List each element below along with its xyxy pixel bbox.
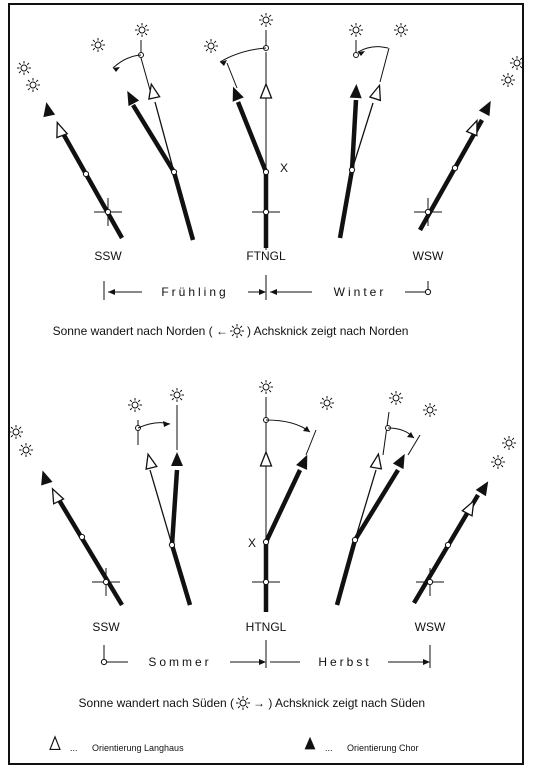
sun-icon	[169, 387, 185, 403]
top-caption-post: ) Achsknick zeigt nach Norden	[247, 324, 408, 338]
season-winter: Winter	[334, 285, 387, 299]
open-triangle-icon	[142, 452, 158, 470]
sun-icon	[25, 77, 41, 93]
sun-icon	[235, 695, 251, 711]
sun-icon	[127, 397, 143, 413]
filled-triangle-icon	[121, 88, 140, 107]
open-triangle-icon	[259, 451, 273, 467]
filled-triangle-icon	[349, 83, 363, 99]
legend: ... Orientierung Langhaus ... Orientieru…	[49, 736, 419, 753]
direction-label-ssw: SSW	[94, 249, 122, 263]
top-right-axis	[413, 55, 525, 232]
open-triangle-icon	[369, 452, 385, 470]
sun-icon	[134, 22, 150, 38]
filled-triangle-icon	[392, 451, 411, 470]
sun-icon	[509, 55, 525, 71]
open-triangle-icon	[259, 83, 273, 99]
bottom-center-axis: X	[248, 379, 335, 612]
filled-triangle-icon	[475, 478, 494, 497]
top-season-bar: Frühling Winter	[103, 275, 432, 300]
sun-icon	[229, 323, 245, 339]
filled-triangle-icon	[171, 452, 183, 466]
sun-icon	[501, 435, 517, 451]
season-spring: Frühling	[161, 285, 228, 299]
sun-icon	[388, 390, 404, 406]
legend-chor: Orientierung Chor	[347, 743, 419, 753]
direction-label-ftngl: FTNGL	[246, 249, 286, 263]
open-triangle-icon	[145, 82, 161, 100]
bottom-leftcenter-axis	[127, 387, 193, 606]
sun-icon	[393, 22, 409, 38]
sun-icon	[90, 37, 106, 53]
sun-icon	[258, 12, 274, 28]
sun-icon	[490, 454, 506, 470]
bottom-right-axis	[412, 435, 517, 605]
direction-label-ssw: SSW	[92, 620, 120, 634]
legend-dots: ...	[70, 743, 78, 753]
sun-icon	[18, 442, 34, 458]
season-autumn: Herbst	[318, 655, 371, 669]
filled-triangle-icon	[478, 98, 497, 117]
sun-icon	[8, 424, 24, 440]
knick-label: X	[248, 536, 256, 550]
sun-icon	[258, 379, 274, 395]
sun-icon	[348, 22, 364, 38]
filled-triangle-icon	[296, 452, 313, 470]
sun-icon	[319, 395, 335, 411]
filled-triangle-icon	[40, 100, 56, 118]
top-left-axis	[16, 60, 124, 240]
legend-dots: ...	[325, 743, 333, 753]
bottom-rightcenter-axis	[334, 390, 438, 606]
sun-icon	[422, 402, 438, 418]
bottom-left-axis	[8, 424, 124, 607]
filled-triangle-icon	[227, 84, 244, 102]
legend-langhaus: Orientierung Langhaus	[92, 743, 184, 753]
bottom-season-bar: Sommer Herbst	[100, 640, 431, 669]
top-leftcenter-axis	[90, 22, 196, 241]
filled-triangle-icon	[304, 736, 316, 750]
top-caption-pre: Sonne wandert nach Norden ( ←	[53, 324, 228, 338]
open-triangle-icon	[369, 83, 386, 102]
season-summer: Sommer	[148, 655, 211, 669]
filled-triangle-icon	[36, 468, 53, 486]
knick-label: X	[280, 161, 288, 175]
open-triangle-icon	[49, 736, 61, 750]
sun-icon	[500, 72, 516, 88]
sun-icon	[16, 60, 32, 76]
direction-label-htngl: HTNGL	[246, 620, 287, 634]
top-center-axis: X	[203, 12, 288, 250]
bottom-caption-pre: Sonne wandert nach Süden (	[79, 696, 234, 710]
top-rightcenter-axis	[337, 22, 409, 239]
sun-icon	[203, 38, 219, 54]
open-triangle-icon	[51, 119, 68, 139]
direction-label-wsw: WSW	[415, 620, 446, 634]
top-caption: Sonne wandert nach Norden ( ← ) Achsknic…	[53, 323, 408, 339]
bottom-caption-post: → ) Achsknick zeigt nach Süden	[253, 696, 425, 710]
bottom-caption: Sonne wandert nach Süden ( → ) Achsknick…	[79, 695, 425, 711]
direction-label-wsw: WSW	[413, 249, 444, 263]
